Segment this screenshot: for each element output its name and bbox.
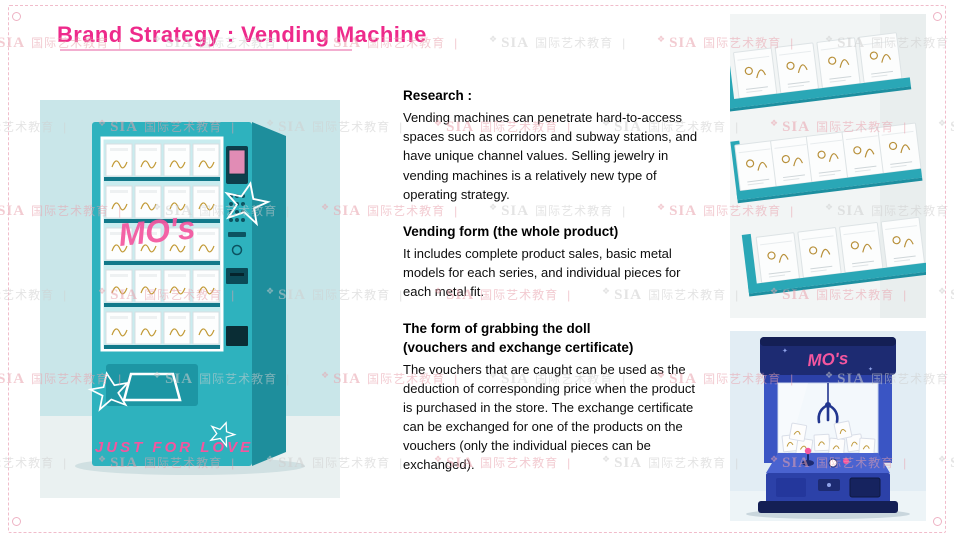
section-body: Vending machines can penetrate hard-to-a… [403, 110, 698, 202]
section-heading: The form of grabbing the doll (vouchers … [403, 321, 634, 355]
section-body: It includes complete product sales, basi… [403, 245, 681, 300]
claw-icon [817, 402, 839, 424]
shelf-display-image [730, 14, 926, 318]
claw-machine-image: MO's ✦ ✦ [730, 331, 926, 521]
claw-brand-script: MO's [807, 349, 849, 370]
control-panel [226, 146, 248, 346]
section-heading: Research : [403, 88, 473, 103]
corner-mark [933, 517, 942, 526]
vending-machine-illustration: MO's [40, 100, 340, 498]
shelf-row [741, 216, 926, 297]
content-text-column: Research : Vending machines can penetrat… [403, 87, 700, 493]
sparkle-icon: ✦ [782, 347, 788, 355]
vending-machine-image: MO's [40, 100, 340, 498]
title-underline [60, 49, 352, 51]
text-section-research: Research : Vending machines can penetrat… [403, 87, 700, 204]
control-deck [766, 453, 890, 473]
jewelry-shelf-illustration [730, 14, 926, 318]
section-heading: Vending form (the whole product) [403, 223, 619, 239]
shelf-unit [730, 32, 926, 297]
corner-mark [12, 12, 21, 21]
corner-mark [12, 517, 21, 526]
prize-door [849, 477, 881, 498]
button [843, 458, 849, 464]
text-section-vending-form: Vending form (the whole product) It incl… [403, 223, 700, 302]
button [828, 458, 838, 468]
machine-window [100, 136, 224, 352]
corner-mark [933, 12, 942, 21]
text-section-grabbing-doll: The form of grabbing the doll (vouchers … [403, 320, 700, 474]
claw-machine-illustration: MO's ✦ ✦ [730, 331, 926, 521]
page-title: Brand Strategy : Vending Machine [57, 22, 427, 47]
vending-brand-script: MO's [117, 209, 197, 253]
slogan-text: JUST FOR LOVE [95, 439, 253, 456]
shelf-row [730, 32, 912, 112]
section-body: The vouchers that are caught can be used… [403, 361, 695, 473]
shelf-row [730, 122, 923, 204]
joystick [802, 447, 814, 466]
sparkle-icon: ✦ [868, 366, 873, 373]
claw-machine-body: MO's ✦ ✦ [758, 337, 898, 513]
